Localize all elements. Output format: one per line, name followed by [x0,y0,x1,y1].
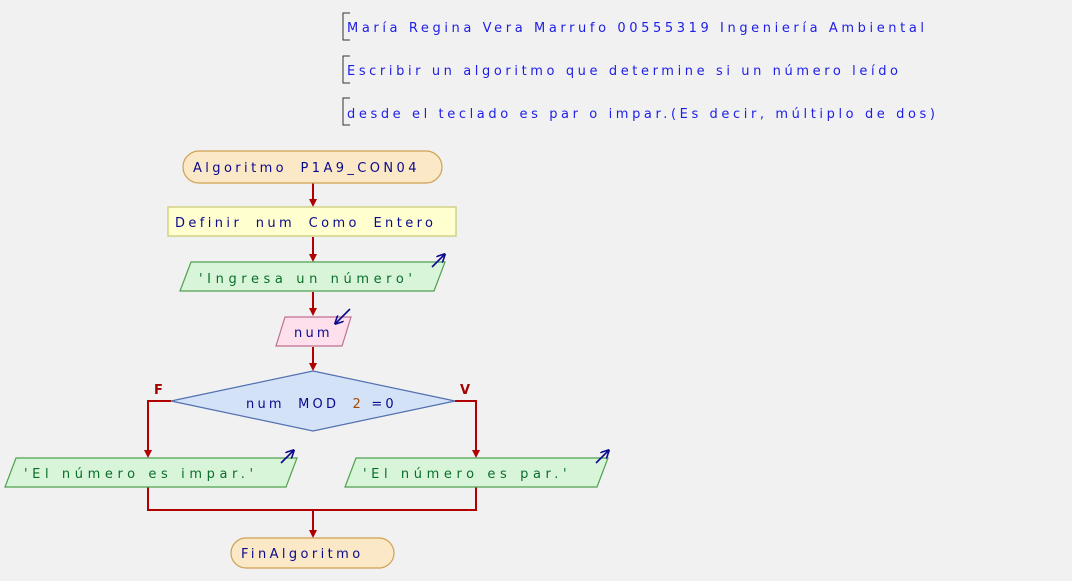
false-label: F [154,383,163,398]
input-variable-text: num [294,326,333,341]
comment-text-2: Escribir un algoritmo que determine si u… [347,64,902,79]
end-terminal[interactable]: FinAlgoritmo [230,537,395,569]
comment-block-1: María Regina Vera Marrufo 00555319 Ingen… [342,12,928,41]
output-arrow-icon [280,451,293,464]
start-terminal[interactable]: Algoritmo P1A9_CON04 [182,150,443,184]
edge-true-branch [455,400,480,458]
svg-text:Definir num Como: Definir num Como Entero [175,216,436,231]
output-false-text: 'El número es impar.' [24,467,258,482]
comment-block-3: desde el teclado es par o impar.(Es deci… [342,97,939,126]
define-como-keyword: Como [309,216,360,231]
output-false-block[interactable]: 'El número es impar.' [4,451,298,488]
end-keyword: FinAlgoritmo [241,547,364,562]
comment-text-3: desde el teclado es par o impar.(Es deci… [347,107,939,122]
output-arrow-icon [431,255,444,268]
algorithm-name: P1A9_CON04 [301,161,420,176]
true-label: V [460,383,471,398]
edge-false-branch [144,400,171,458]
output-true-block[interactable]: 'El número es par.' [344,451,608,488]
flow-edges [144,183,480,538]
svg-text:num MOD 2 =0: num MOD 2 =0 [246,397,397,412]
condition-compare: =0 [371,397,397,412]
comment-block-2: Escribir un algoritmo que determine si u… [342,55,902,84]
define-keyword: Definir [175,216,242,231]
input-block[interactable]: num [275,308,352,347]
output-true-text: 'El número es par.' [363,467,571,482]
define-block[interactable]: Definir num Como Entero [167,206,457,237]
output-arrow-icon [595,451,608,464]
output-prompt-text: 'Ingresa un número' [199,272,417,287]
output-prompt-block[interactable]: 'Ingresa un número' [179,255,445,292]
condition-variable: num [246,397,285,412]
condition-operator: MOD [298,397,339,412]
comment-text-1: María Regina Vera Marrufo 00555319 Ingen… [347,21,928,36]
decision-block[interactable]: num MOD 2 =0 F V [154,370,471,432]
start-keyword: Algoritmo [193,161,287,176]
condition-number: 2 [353,397,364,412]
input-arrow-icon [336,308,351,323]
define-type: Entero [373,216,436,231]
define-variable: num [256,216,295,231]
svg-text:Algoritmo P1A9_CON04: Algoritmo P1A9_CON04 [193,161,420,176]
